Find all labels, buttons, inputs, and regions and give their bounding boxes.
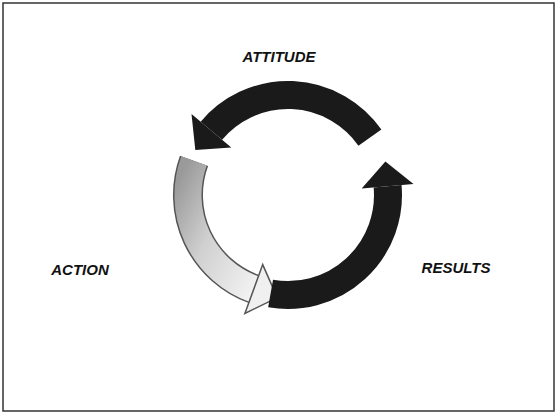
arrow-arc bbox=[188, 161, 254, 289]
arrow-arc bbox=[211, 95, 370, 138]
cycle-label: RESULTS bbox=[422, 259, 491, 277]
arrow-arc bbox=[271, 186, 388, 295]
cycle-label: ATTITUDE bbox=[242, 48, 315, 66]
arrow-head bbox=[192, 114, 232, 150]
arrow-outline bbox=[188, 161, 254, 289]
frame bbox=[3, 3, 554, 411]
arrow-head bbox=[362, 161, 414, 188]
cycle-label: ACTION bbox=[51, 261, 109, 279]
